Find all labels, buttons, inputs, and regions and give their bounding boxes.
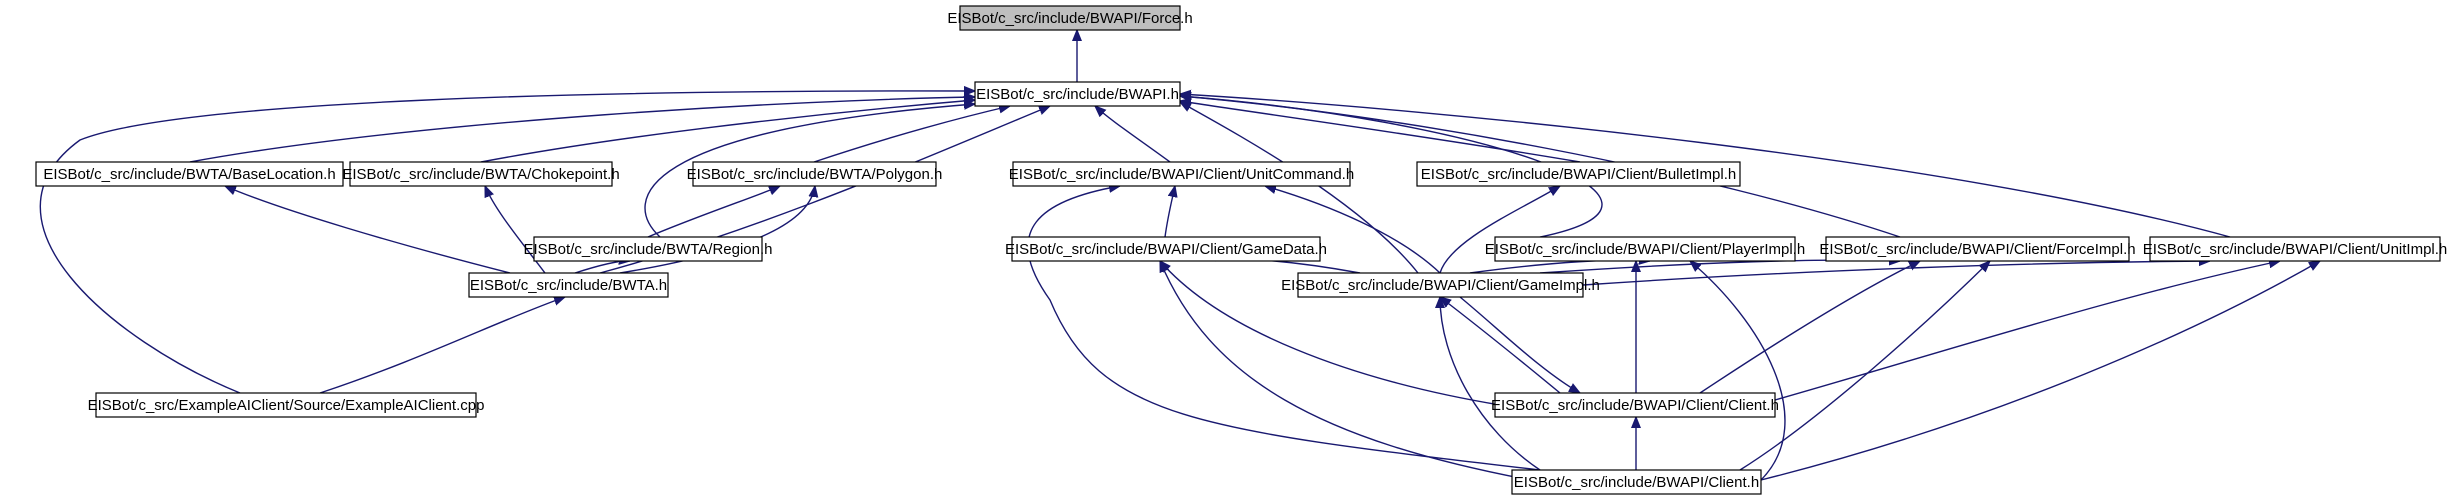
- node-playerimpl[interactable]: EISBot/c_src/include/BWAPI/Client/Player…: [1485, 236, 1805, 262]
- node-label-bwapi: EISBot/c_src/include/BWAPI.h: [976, 86, 1179, 103]
- node-label-gamedata: EISBot/c_src/include/BWAPI/Client/GameDa…: [1005, 241, 1327, 258]
- edge-bwapiclient-to-unitimpl: [1760, 261, 2320, 481]
- edge-chokepoint-to-bwapi: [480, 100, 975, 163]
- edge-forceimpl-to-bwapi: [1180, 96, 1901, 238]
- node-bulletimpl[interactable]: EISBot/c_src/include/BWAPI/Client/Bullet…: [1416, 161, 1741, 187]
- node-label-force: EISBot/c_src/include/BWAPI/Force.h: [947, 10, 1192, 27]
- edge-polygon-to-bwapi: [813, 106, 1010, 163]
- edge-unitcommand-to-bwapi: [1095, 106, 1171, 163]
- node-box-baseloc[interactable]: [35, 161, 344, 187]
- node-gameimpl[interactable]: EISBot/c_src/include/BWAPI/Client/GameIm…: [1281, 272, 1600, 298]
- node-chokepoint[interactable]: EISBot/c_src/include/BWTA/Chokepoint.h: [342, 161, 620, 187]
- node-box-gamedata[interactable]: [1011, 236, 1321, 262]
- edge-clientclient-to-unitimpl: [1774, 261, 2280, 401]
- edge-clientclient-to-forceimpl: [1699, 261, 1920, 394]
- node-exampleai[interactable]: EISBot/c_src/ExampleAIClient/Source/Exam…: [88, 392, 485, 418]
- edge-baseloc-to-bwapi: [189, 97, 975, 163]
- node-box-gameimpl[interactable]: [1297, 272, 1584, 298]
- node-label-chokepoint: EISBot/c_src/include/BWTA/Chokepoint.h: [342, 166, 619, 183]
- node-label-unitimpl: EISBot/c_src/include/BWAPI/Client/UnitIm…: [2143, 241, 2447, 258]
- edge-gameimpl-to-clientclient: [1459, 296, 1580, 393]
- node-bwta[interactable]: EISBot/c_src/include/BWTA.h: [468, 272, 669, 298]
- node-box-forceimpl[interactable]: [1825, 236, 2130, 262]
- node-clientclient[interactable]: EISBot/c_src/include/BWAPI/Client/Client…: [1491, 392, 1779, 418]
- node-baseloc[interactable]: EISBot/c_src/include/BWTA/BaseLocation.h: [35, 161, 344, 187]
- node-box-unitimpl[interactable]: [2149, 236, 2441, 262]
- edge-bwapiclient-to-playerimpl: [1690, 261, 1786, 481]
- node-box-region[interactable]: [533, 236, 763, 262]
- node-box-exampleai[interactable]: [95, 392, 477, 418]
- node-label-playerimpl: EISBot/c_src/include/BWAPI/Client/Player…: [1485, 241, 1805, 258]
- node-forceimpl[interactable]: EISBot/c_src/include/BWAPI/Client/ForceI…: [1819, 236, 2136, 262]
- node-layer: EISBot/c_src/include/BWAPI/Force.hEISBot…: [35, 5, 2447, 495]
- edge-exampleai-to-bwapi: [39, 91, 975, 394]
- node-label-baseloc: EISBot/c_src/include/BWTA/BaseLocation.h: [43, 166, 335, 183]
- node-label-clientclient: EISBot/c_src/include/BWAPI/Client/Client…: [1491, 397, 1779, 414]
- node-unitimpl[interactable]: EISBot/c_src/include/BWAPI/Client/UnitIm…: [2143, 236, 2447, 262]
- node-label-forceimpl: EISBot/c_src/include/BWAPI/Client/ForceI…: [1819, 241, 2135, 258]
- edge-region-to-polygon: [647, 185, 780, 238]
- node-box-force[interactable]: [959, 5, 1181, 31]
- node-box-bwta[interactable]: [468, 272, 669, 298]
- node-unitcommand[interactable]: EISBot/c_src/include/BWAPI/Client/UnitCo…: [1009, 161, 1354, 187]
- node-label-bwapiclient: EISBot/c_src/include/BWAPI/Client.h: [1514, 474, 1759, 491]
- node-box-bwapiclient[interactable]: [1511, 469, 1762, 495]
- edge-bwapiclient-to-gamedata: [1159, 261, 1531, 481]
- node-region[interactable]: EISBot/c_src/include/BWTA/Region.h: [524, 236, 773, 262]
- node-box-chokepoint[interactable]: [349, 161, 613, 187]
- node-box-unitcommand[interactable]: [1012, 161, 1351, 187]
- node-label-exampleai: EISBot/c_src/ExampleAIClient/Source/Exam…: [88, 397, 485, 414]
- node-label-bwta: EISBot/c_src/include/BWTA.h: [470, 277, 667, 294]
- node-box-playerimpl[interactable]: [1494, 236, 1796, 262]
- node-label-bulletimpl: EISBot/c_src/include/BWAPI/Client/Bullet…: [1421, 166, 1736, 183]
- edge-bwapiclient-to-unitcommand: [1027, 186, 1541, 471]
- node-label-region: EISBot/c_src/include/BWTA/Region.h: [524, 241, 773, 258]
- edge-gameimpl-to-unitimpl: [1582, 261, 2210, 286]
- node-label-unitcommand: EISBot/c_src/include/BWAPI/Client/UnitCo…: [1009, 166, 1354, 183]
- node-gamedata[interactable]: EISBot/c_src/include/BWAPI/Client/GameDa…: [1005, 236, 1327, 262]
- node-box-polygon[interactable]: [692, 161, 937, 187]
- edge-bulletimpl-to-bwapi: [1180, 101, 1581, 163]
- edge-bwta-to-chokepoint: [484, 186, 546, 274]
- edge-bwta-to-polygon: [619, 186, 815, 274]
- node-label-gameimpl: EISBot/c_src/include/BWAPI/Client/GameIm…: [1281, 277, 1600, 294]
- node-bwapi[interactable]: EISBot/c_src/include/BWAPI.h: [974, 81, 1181, 107]
- edge-bwta-to-baseloc: [225, 185, 511, 274]
- edge-region-to-bwapi: [644, 104, 975, 238]
- edge-gamedata-to-unitcommand: [1164, 186, 1175, 238]
- edge-clientclient-to-gameimpl: [1440, 297, 1561, 394]
- node-box-clientclient[interactable]: [1494, 392, 1776, 418]
- edge-exampleai-to-bwta: [319, 297, 565, 394]
- edge-gameimpl-to-bulletimpl: [1439, 186, 1560, 274]
- edge-clientclient-to-gamedata: [1160, 261, 1501, 406]
- node-box-bulletimpl[interactable]: [1416, 161, 1741, 187]
- edge-bwapiclient-to-gameimpl: [1440, 297, 1541, 471]
- edge-unitimpl-to-bwapi: [1180, 94, 2231, 238]
- edge-layer: [39, 30, 2320, 481]
- node-bwapiclient[interactable]: EISBot/c_src/include/BWAPI/Client.h: [1511, 469, 1762, 495]
- node-force[interactable]: EISBot/c_src/include/BWAPI/Force.h: [947, 5, 1193, 31]
- node-label-polygon: EISBot/c_src/include/BWTA/Polygon.h: [687, 166, 943, 183]
- node-box-bwapi[interactable]: [974, 81, 1181, 107]
- edge-gameimpl-to-unitcommand: [1265, 186, 1441, 274]
- edge-bwapiclient-to-forceimpl: [1739, 261, 1990, 471]
- node-polygon[interactable]: EISBot/c_src/include/BWTA/Polygon.h: [687, 161, 943, 187]
